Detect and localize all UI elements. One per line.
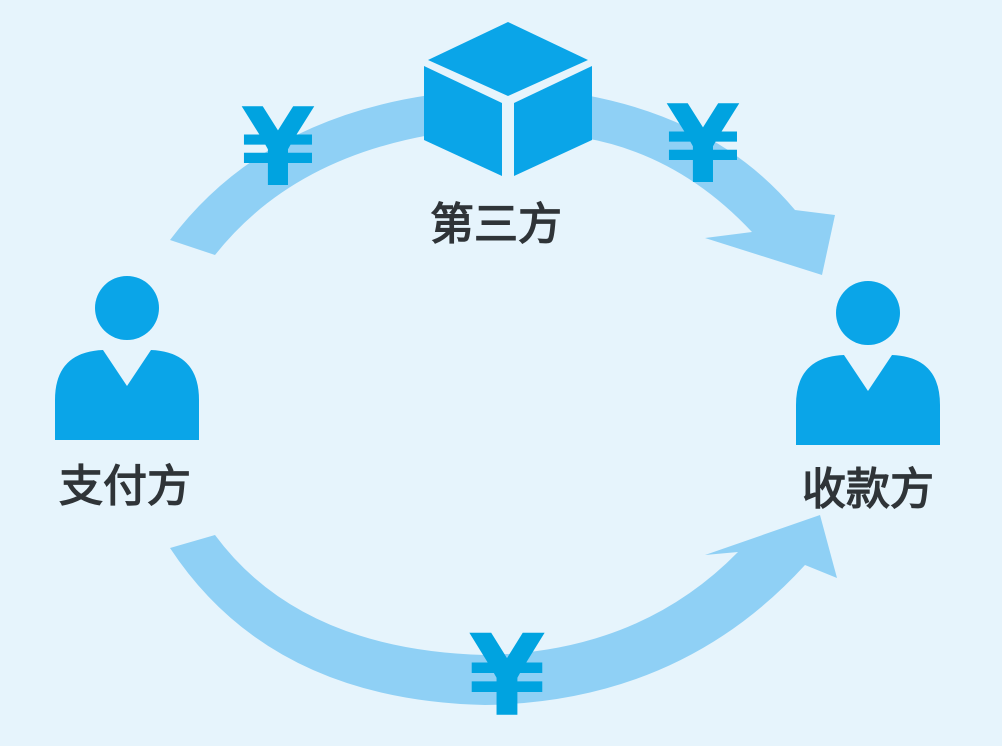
- payee-person-icon: [796, 281, 940, 445]
- payer-person-icon: [55, 276, 199, 440]
- third-party-label: 第三方: [430, 199, 562, 250]
- yen-icon-right: ¥: [665, 83, 740, 208]
- yen-icon-left: ¥: [240, 86, 315, 211]
- arrow-third-party-to-payee: [585, 95, 835, 275]
- arrow-payer-to-payee: [170, 515, 837, 705]
- payer-label: 支付方: [59, 461, 191, 512]
- payee-label: 收款方: [802, 464, 934, 515]
- yen-icon-bottom: ¥: [468, 612, 546, 742]
- cube-icon: [424, 22, 592, 176]
- arrow-payer-to-third-party: [170, 95, 430, 255]
